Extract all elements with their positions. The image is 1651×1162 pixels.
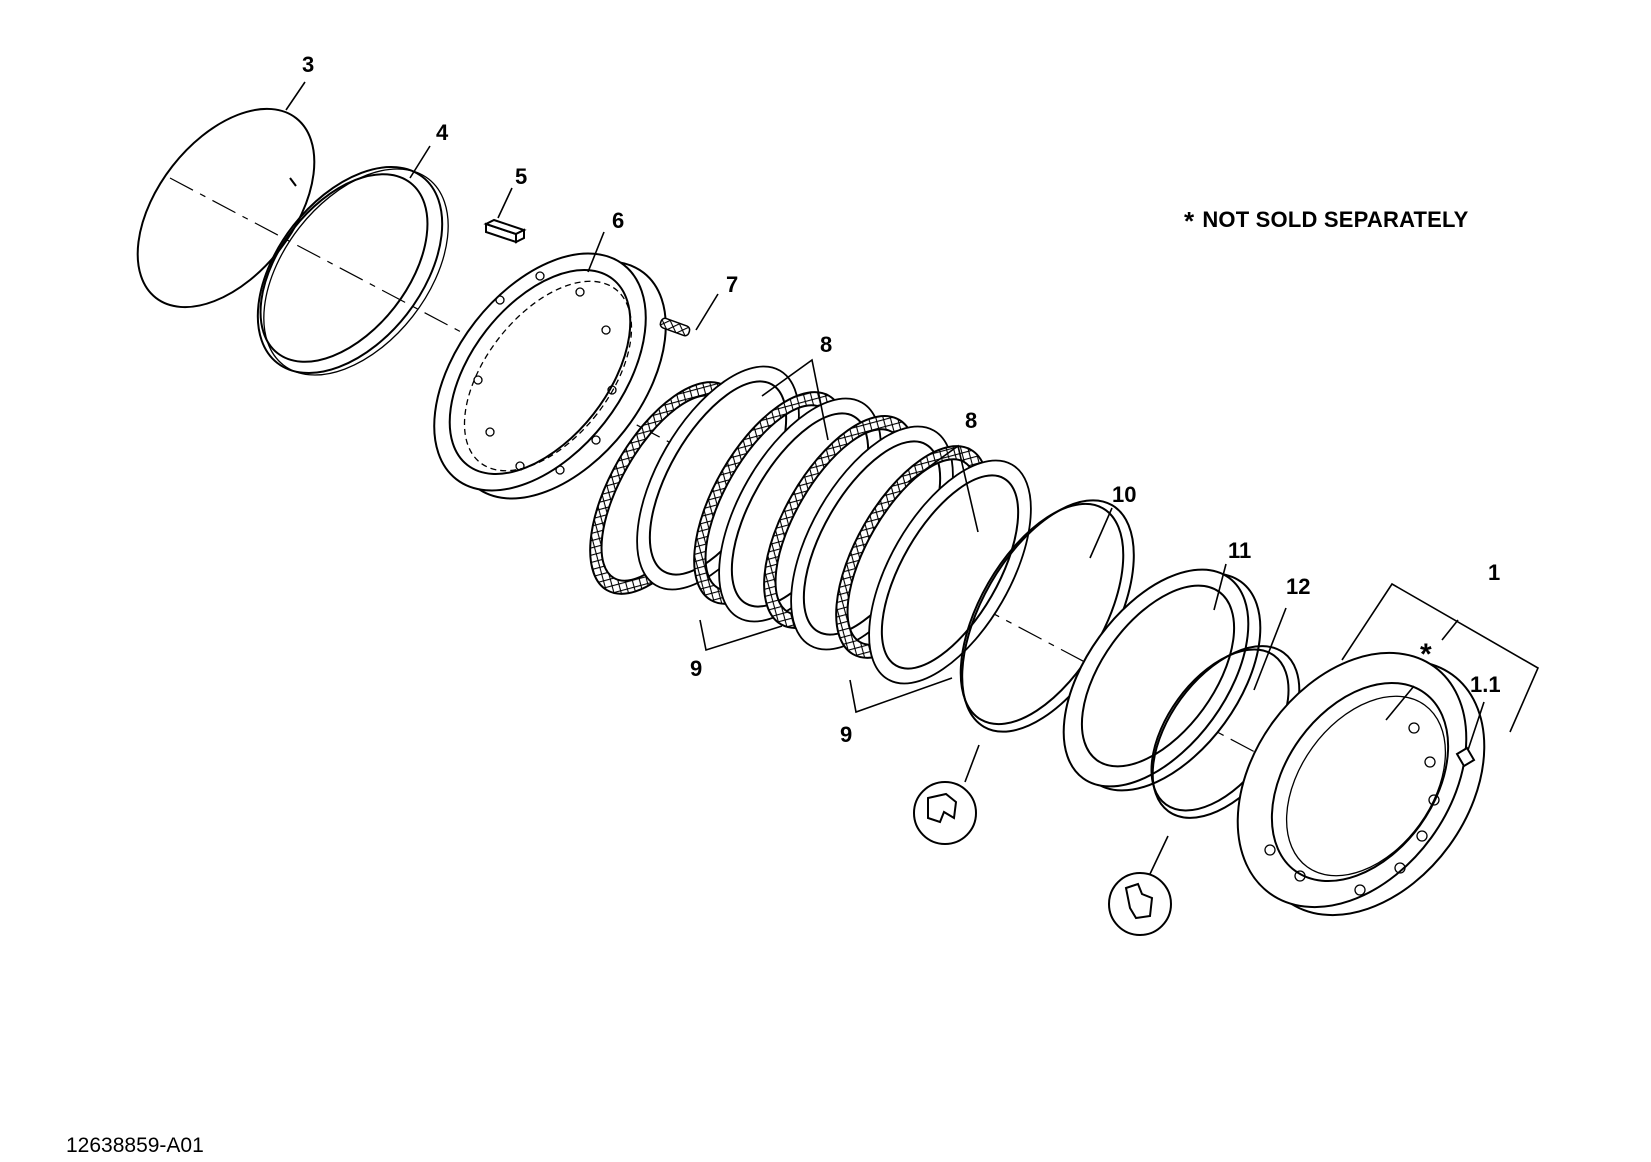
part-5-key — [483, 218, 527, 244]
note-text: NOT SOLD SEPARATELY — [1202, 207, 1469, 232]
seal-profile-detail-12 — [1108, 872, 1172, 936]
callout-10: 10 — [1112, 482, 1136, 507]
steel-plate — [868, 459, 1032, 685]
part-7-spring — [659, 317, 691, 337]
callout-8-upper: 8 — [820, 332, 832, 357]
figure-id: 12638859-A01 — [66, 1134, 204, 1157]
part-1-1-plug — [1455, 746, 1476, 768]
callout-5: 5 — [515, 164, 527, 189]
callout-6: 6 — [612, 208, 624, 233]
callout-8-lower: 8 — [965, 408, 977, 433]
part-1-housing — [1236, 651, 1486, 917]
leader-lines — [285, 81, 1540, 875]
not-sold-separately-note: * NOT SOLD SEPARATELY — [1184, 206, 1469, 237]
part-4-backing-ring — [256, 165, 449, 376]
callout-1-1: 1.1 — [1470, 672, 1501, 697]
part-6-clutch-hub — [433, 252, 667, 500]
callout-9-lower: 9 — [840, 722, 852, 747]
callout-11: 11 — [1228, 538, 1251, 563]
clutch-pack — [589, 365, 1032, 685]
seal-profile-detail-10 — [913, 781, 977, 845]
callout-3: 3 — [302, 52, 314, 77]
callout-star: * — [1420, 638, 1432, 671]
note-star-symbol: * — [1184, 206, 1195, 236]
callout-12: 12 — [1286, 574, 1310, 599]
callout-9-upper: 9 — [690, 656, 702, 681]
callout-1: 1 — [1488, 560, 1500, 585]
callout-4: 4 — [436, 120, 449, 145]
part-11-piston — [1062, 568, 1262, 792]
callout-7: 7 — [726, 272, 738, 297]
